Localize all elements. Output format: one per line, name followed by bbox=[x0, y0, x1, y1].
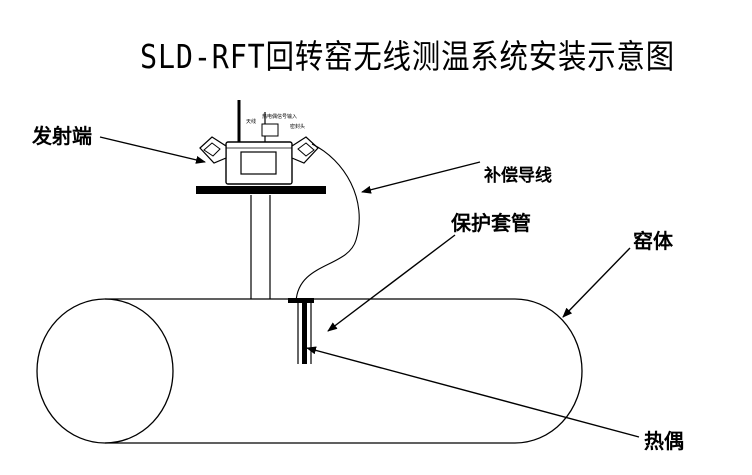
transmitter-label: 发射端 bbox=[32, 124, 92, 148]
compensation-wire-label: 补偿导线 bbox=[484, 166, 552, 186]
transmitter-arrow bbox=[99, 136, 206, 164]
kiln-body-label: 窑体 bbox=[633, 229, 673, 253]
mounting-platform bbox=[196, 186, 326, 194]
support-pipe bbox=[250, 195, 271, 299]
sleeve-arrow bbox=[327, 234, 456, 332]
compensation-wire-arrow bbox=[361, 161, 481, 194]
protection-sleeve bbox=[288, 298, 314, 364]
thermocouple-label: 热偶 bbox=[644, 429, 684, 453]
compensation-wire bbox=[295, 143, 360, 303]
page-title: SLD-RFT回转窑无线测温系统安装示意图 bbox=[140, 37, 675, 76]
thermocouple-input-label: 热电偶信号输入 bbox=[262, 113, 297, 120]
antenna-label: 天线 bbox=[246, 118, 256, 125]
transmitter-device: 天线 热电偶信号输入 密封头 bbox=[199, 100, 319, 185]
kiln-cylinder bbox=[36, 298, 583, 444]
thermocouple-arrow bbox=[306, 346, 640, 438]
protection-sleeve-label: 保护套管 bbox=[451, 211, 531, 235]
kiln-arrow bbox=[562, 247, 631, 318]
sealing-head-label: 密封头 bbox=[290, 123, 305, 130]
